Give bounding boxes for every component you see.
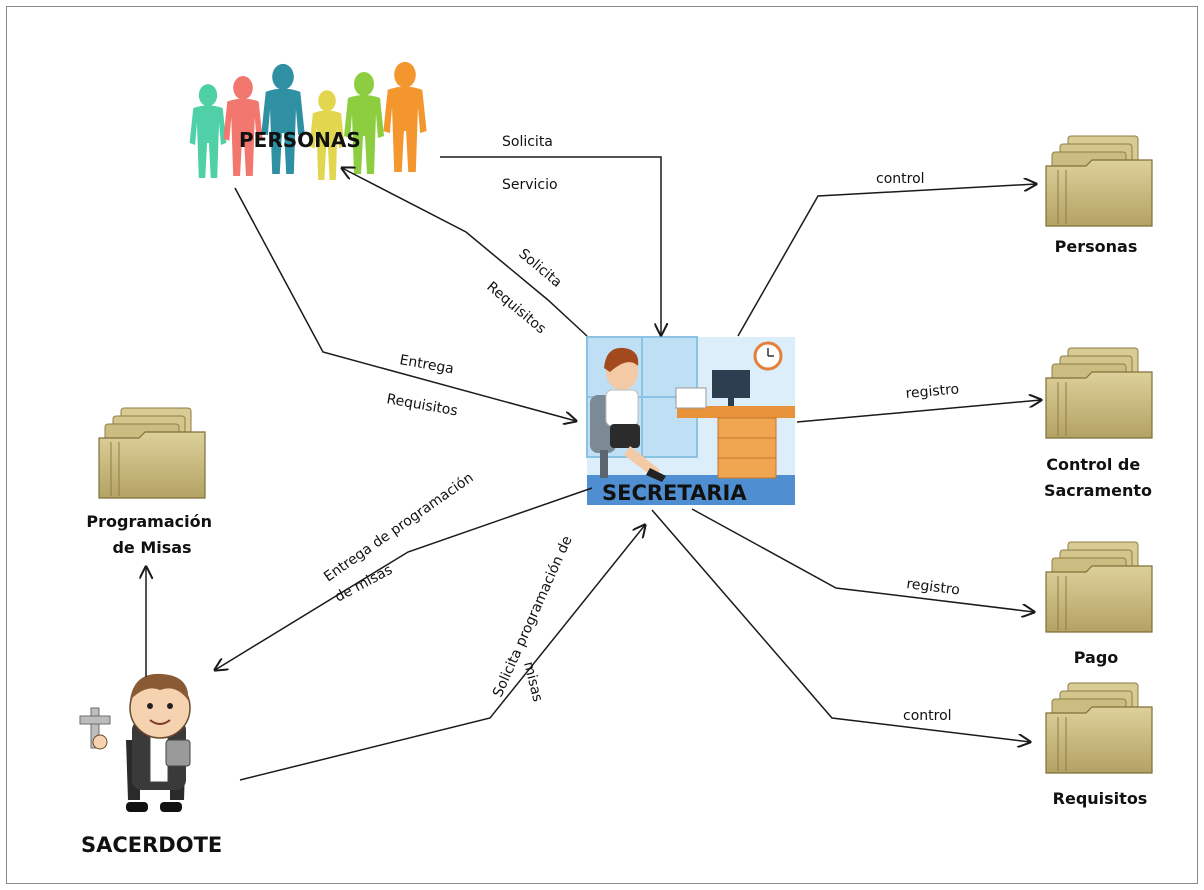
edge-registro-sacramento — [796, 400, 1041, 423]
edge-registro-pago — [691, 508, 1034, 612]
person-silhouette — [309, 90, 345, 180]
edge-label-registro-sacramento: registro — [905, 381, 960, 402]
node-programacion-label: Programación de Misas — [86, 512, 217, 557]
node-control-sacramento-label: Control de Sacramento — [1044, 455, 1152, 500]
folder-control-sacramento-icon — [1045, 347, 1153, 439]
person-silhouette — [261, 63, 305, 174]
edge-entrega-programacion — [215, 487, 593, 670]
edge-solicita-programacion — [239, 525, 645, 781]
person-silhouette — [189, 84, 227, 178]
edge-solicita-servicio — [440, 156, 661, 335]
person-silhouette — [383, 61, 427, 172]
person-silhouette — [344, 72, 384, 174]
folder-pago-icon — [1045, 541, 1153, 633]
edge-label-requisitos: Requisitos — [385, 391, 459, 419]
person-silhouette — [223, 76, 263, 176]
folder-personas-icon — [1045, 135, 1153, 227]
edge-label-solicita-servicio: Solicita Servicio — [502, 134, 558, 193]
diagram-frame — [6, 6, 1198, 884]
priest-icon — [79, 673, 191, 812]
edge-control-requisitos — [651, 509, 1030, 742]
edge-label-control-personas: control — [876, 171, 925, 187]
edge-control-personas — [737, 184, 1036, 337]
edge-entrega-requisitos — [234, 187, 576, 421]
node-personas-db-label: Personas — [1055, 237, 1138, 256]
edge-label-solicita-requisitos-2: Requisitos — [483, 279, 548, 337]
folder-programacion-icon — [98, 407, 206, 499]
node-secretaria-label: SECRETARIA — [602, 481, 747, 505]
edge-label-misas: misas — [520, 660, 545, 703]
people-group-icon — [189, 61, 427, 180]
edge-label-control-requisitos: control — [903, 708, 952, 724]
node-sacerdote-label: SACERDOTE — [81, 833, 222, 857]
node-pago-label: Pago — [1074, 648, 1119, 667]
folder-requisitos-icon — [1045, 682, 1153, 774]
edge-label-entrega: Entrega — [398, 352, 455, 377]
edge-label-registro-pago: registro — [906, 576, 961, 598]
edge-label-entrega-programacion: Entrega de programación — [321, 470, 476, 585]
edge-solicita-requisitos — [342, 168, 588, 337]
node-requisitos-db-label: Requisitos — [1053, 789, 1148, 808]
node-personas-label: PERSONAS — [239, 128, 361, 152]
secretary-icon — [586, 336, 795, 505]
edge-label-solicita-requisitos: Solicita — [515, 246, 564, 291]
